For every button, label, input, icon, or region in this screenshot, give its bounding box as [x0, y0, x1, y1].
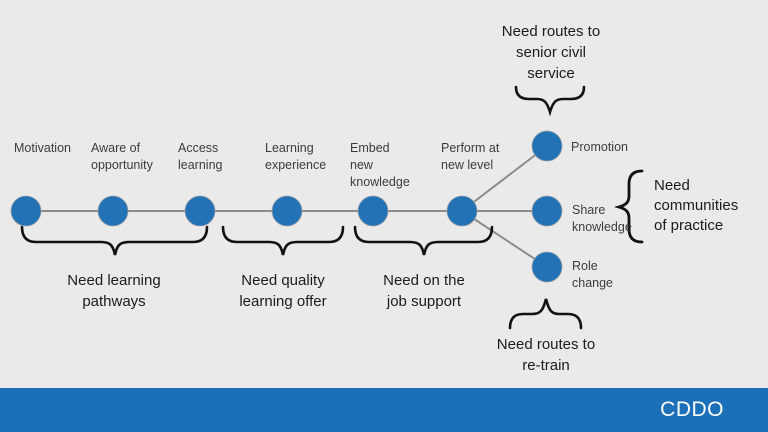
step-label-access-learning: Access learning — [178, 141, 223, 172]
node-role-change — [531, 251, 563, 283]
footer-bar: CDDO — [0, 388, 768, 432]
need-on-the-job-support: Need on the job support — [383, 272, 465, 310]
node-aware-of-opportunity — [97, 195, 129, 227]
node-access-learning — [184, 195, 216, 227]
brace-routes-senior — [514, 85, 586, 117]
step-label-perform-at-new-level: Perform at new level — [441, 141, 500, 172]
node-perform-at-new-level — [446, 195, 478, 227]
branch-line-role-change — [461, 210, 548, 268]
step-label-motivation: Motivation — [14, 141, 71, 155]
outcome-label-role-change: Role change — [572, 259, 614, 290]
node-motivation — [10, 195, 42, 227]
brace-quality-learning-offer — [221, 225, 345, 256]
need-routes-to-retrain: Need routes to re-train — [496, 336, 596, 374]
outcome-label-promotion: Promotion — [571, 140, 628, 154]
brace-learning-pathways — [20, 225, 209, 256]
need-learning-pathways: Need learning pathways — [67, 272, 161, 310]
node-share-knowledge — [531, 195, 563, 227]
node-promotion — [531, 130, 563, 162]
need-routes-senior-civil-service: Need routes to senior civil service — [501, 23, 601, 82]
brace-communities-of-practice — [613, 169, 644, 244]
step-label-aware-of-opportunity: Aware of opportunity — [91, 141, 153, 172]
node-embed-new-knowledge — [357, 195, 389, 227]
outcome-label-share-knowledge: Share knowledge — [572, 203, 632, 234]
brace-routes-retrain — [508, 298, 583, 330]
node-learning-experience — [271, 195, 303, 227]
footer-brand-cddo: CDDO — [660, 398, 724, 421]
step-label-embed-new-knowledge: Embed new knowledge — [350, 141, 410, 189]
step-label-learning-experience: Learning experience — [265, 141, 327, 172]
brace-on-the-job-support — [353, 225, 494, 256]
branch-line-promotion — [461, 145, 548, 212]
need-quality-learning-offer: Need quality learning offer — [239, 272, 327, 310]
need-communities-of-practice: Need communities of practice — [654, 177, 739, 234]
